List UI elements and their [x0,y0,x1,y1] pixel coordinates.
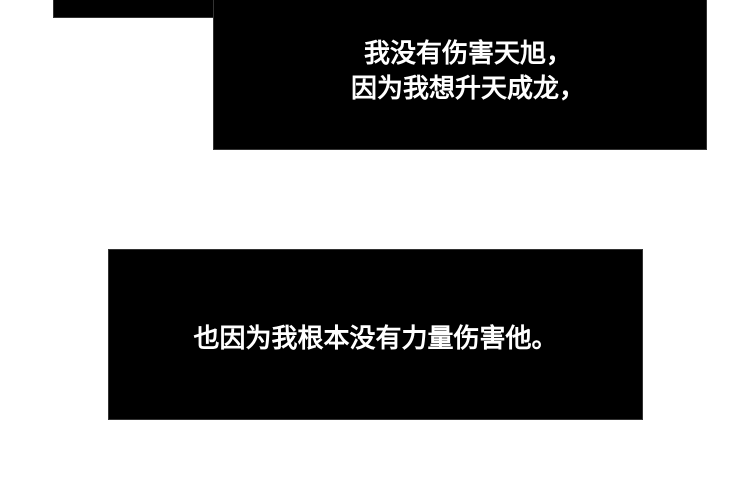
caption-line: 我没有伤害天旭， [363,39,572,69]
caption-panel-bottom [108,249,643,420]
caption-text-bottom: 也因为我根本没有力量伤害他。 [108,322,643,357]
caption-text-top: 我没有伤害天旭， 因为我想升天成龙， [213,37,707,107]
caption-line: 因为我想升天成龙， [350,74,585,104]
caption-line: 也因为我根本没有力量伤害他。 [193,324,558,354]
caption-panel-top [213,0,707,150]
